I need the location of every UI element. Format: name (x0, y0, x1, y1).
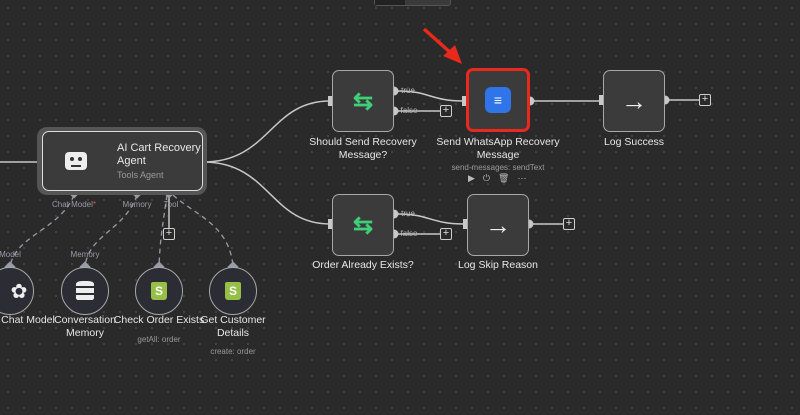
if2-false-label: false (400, 229, 418, 238)
agent-subtitle: Tools Agent (117, 170, 164, 180)
subnode-port-memory: Memory (70, 250, 100, 259)
edge-memory (84, 194, 138, 268)
whatsapp-message-icon: ≡ (485, 87, 511, 113)
add-tool-button[interactable]: + (163, 228, 175, 240)
if-should-send-node[interactable]: ⇆ (332, 70, 394, 132)
if2-true-label: true (401, 209, 415, 218)
check-order-label: Check Order Exists (113, 314, 205, 326)
edge-tool-check (158, 194, 168, 268)
port-tool[interactable]: Tool (163, 200, 179, 209)
get-customer-subtitle: create: order (210, 347, 256, 356)
if1-false-add-button[interactable]: + (440, 105, 452, 117)
log-skip-label: Log Skip Reason (458, 259, 538, 271)
play-icon[interactable]: ▶ (468, 173, 475, 183)
edge-agent-if1 (202, 100, 331, 163)
node-actions: ▶ ⏻ 🗑 ··· (468, 173, 526, 184)
signpost-icon: ⇆ (352, 211, 374, 239)
whatsapp-subtitle: send-messages: sendText (451, 163, 545, 172)
chat-model-label: Chat Model (1, 314, 55, 326)
openai-icon: ✿ (10, 280, 28, 303)
check-order-subtitle: getAll: order (137, 335, 181, 344)
port-chat-model[interactable]: Chat Model* (51, 200, 97, 209)
send-whatsapp-node[interactable]: ≡ (466, 68, 530, 132)
trash-icon[interactable]: 🗑 (498, 173, 510, 183)
arrow-right-icon: → (485, 209, 511, 240)
edge-if2-logskip (397, 213, 466, 225)
if1-true-label: true (401, 86, 415, 95)
log-skip-node[interactable]: → (467, 194, 529, 256)
edge-chatmodel (9, 194, 75, 268)
database-icon (76, 281, 94, 301)
memory-node[interactable] (61, 267, 109, 315)
shopify-icon: S (151, 282, 167, 300)
robot-icon (65, 152, 87, 170)
edge-agent-if2 (202, 161, 331, 225)
red-arrow-annotation (422, 27, 462, 64)
if2-false-add-button[interactable]: + (440, 228, 452, 240)
shopify-icon: S (225, 282, 241, 300)
if2-label: Order Already Exists? (312, 259, 414, 271)
log-success-add-button[interactable]: + (699, 94, 711, 106)
get-customer-node[interactable]: S (209, 267, 257, 315)
edge-if1-whatsapp (397, 90, 465, 102)
power-icon[interactable]: ⏻ (482, 173, 491, 183)
subnode-port-model: Model (0, 250, 21, 259)
log-success-label: Log Success (603, 136, 665, 148)
log-skip-add-button[interactable]: + (563, 218, 575, 230)
check-order-node[interactable]: S (135, 267, 183, 315)
chat-model-node[interactable]: ✿ (0, 267, 34, 315)
log-success-node[interactable]: → (603, 70, 665, 132)
more-icon[interactable]: ··· (517, 173, 527, 183)
if1-false-label: false (400, 106, 418, 115)
port-memory[interactable]: Memory (122, 200, 152, 209)
top-toolbar[interactable] (374, 0, 451, 6)
arrow-right-icon: → (621, 85, 647, 116)
edge-tool-customer (172, 194, 234, 268)
if-order-exists-node[interactable]: ⇆ (332, 194, 394, 256)
signpost-icon: ⇆ (352, 87, 374, 115)
